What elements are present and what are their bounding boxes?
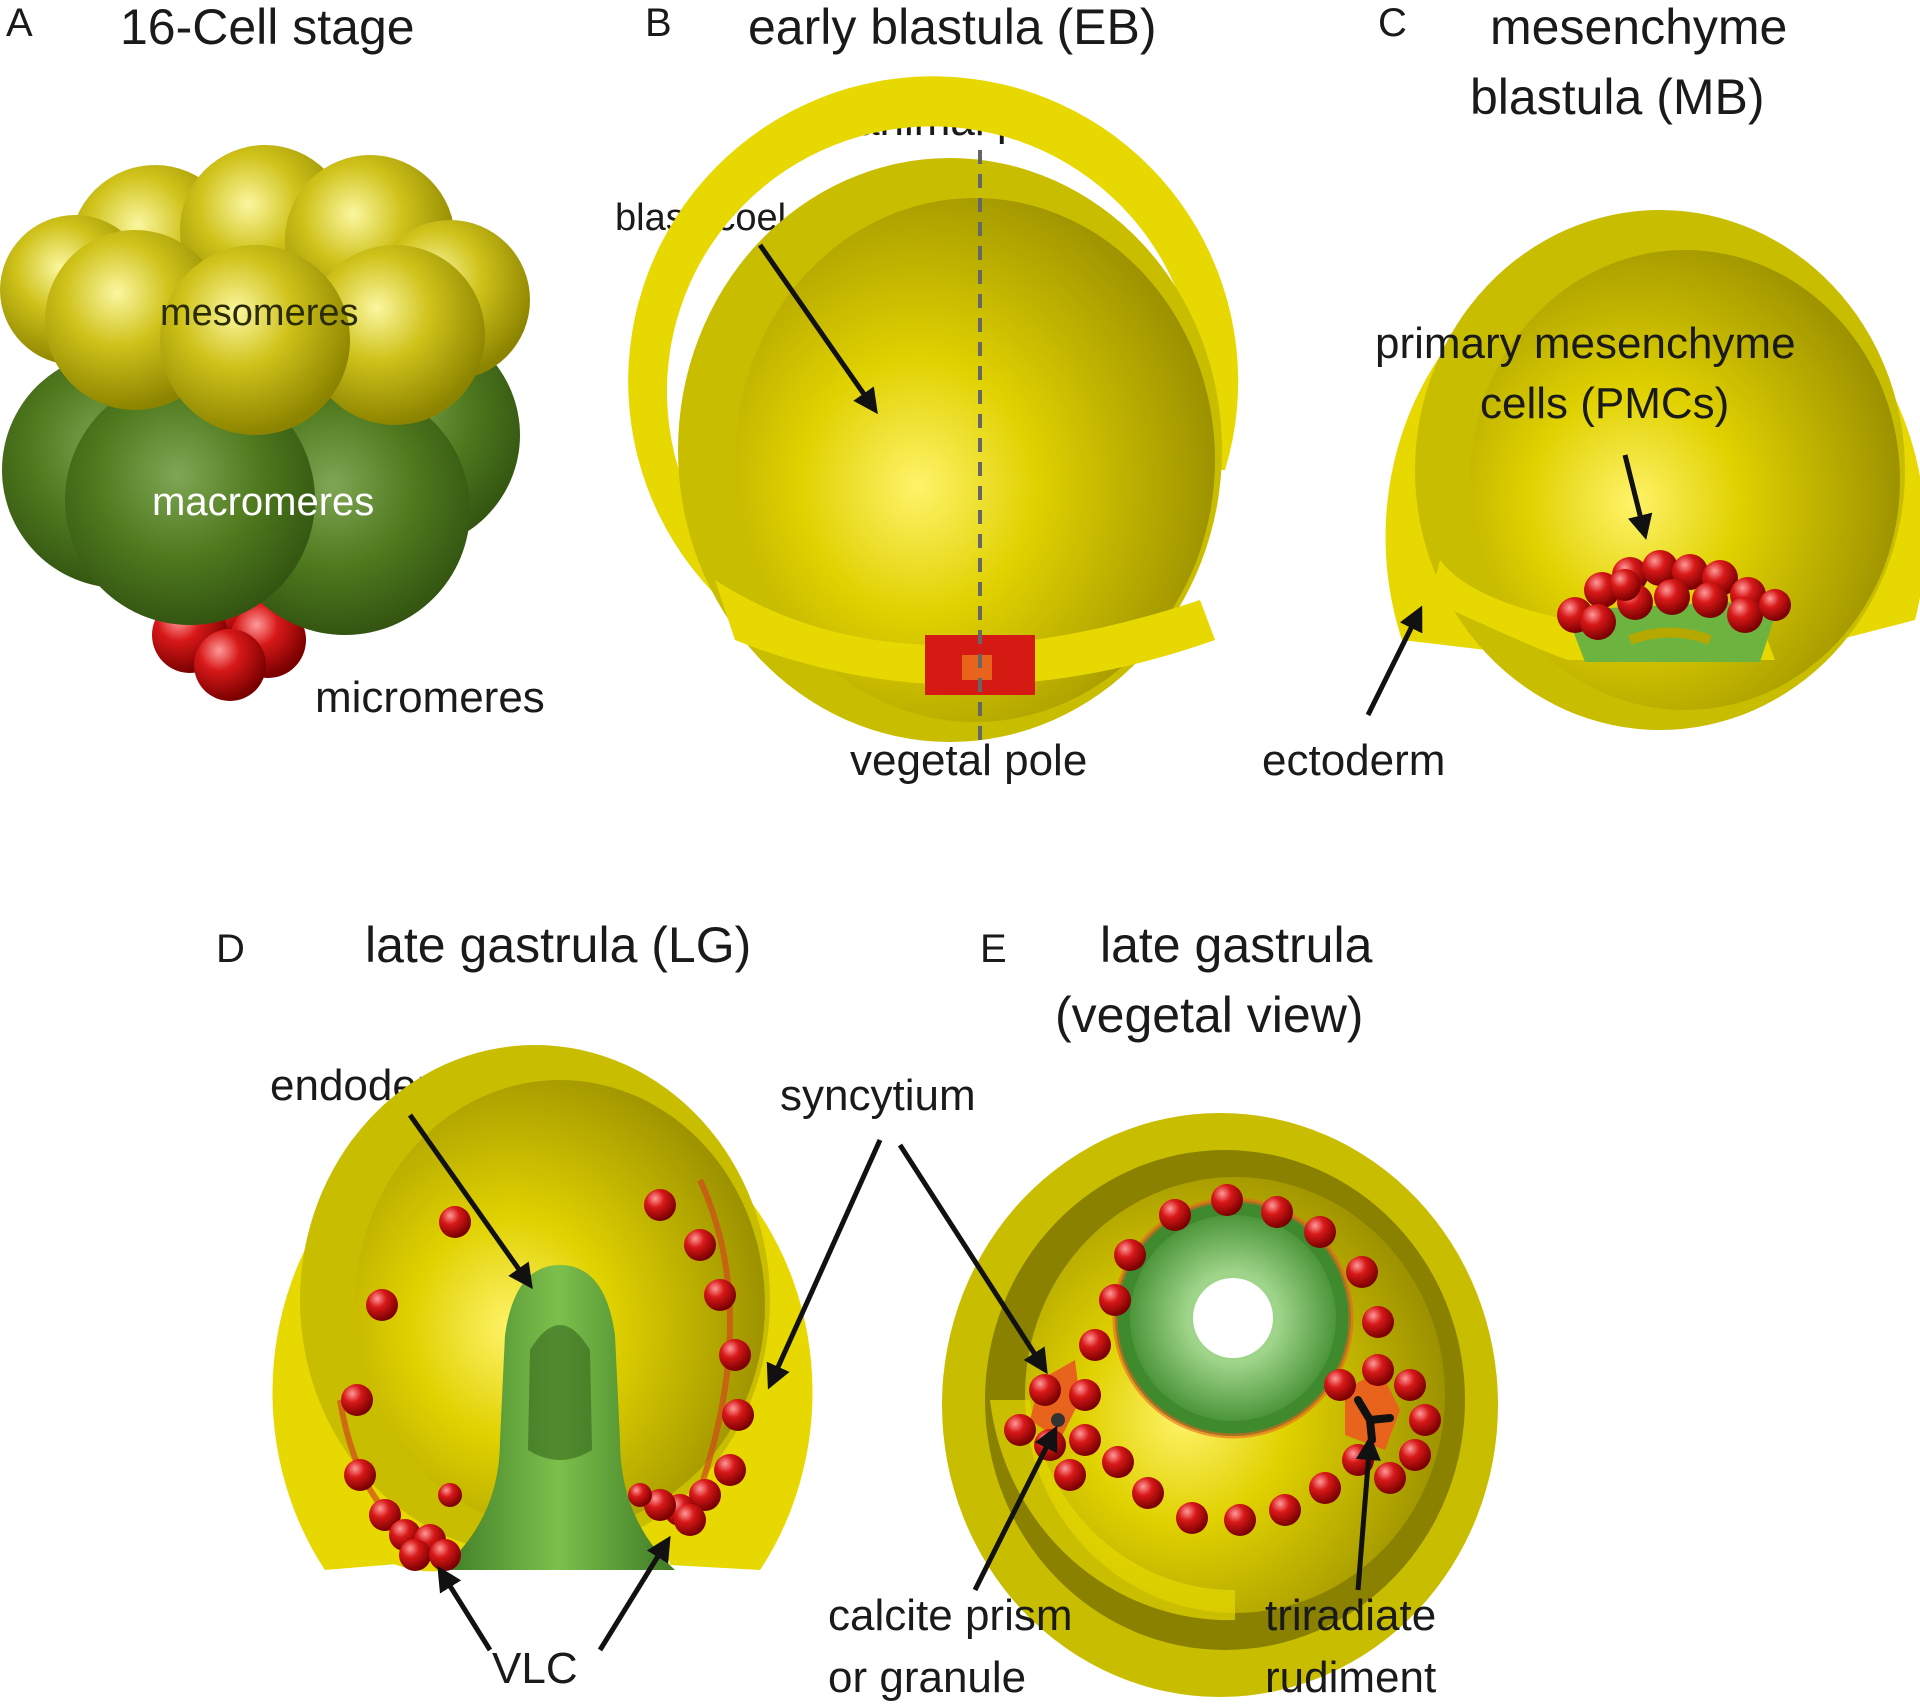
blastopore [1193, 1278, 1273, 1358]
early-blastula-embryo [628, 76, 1239, 742]
panel-d: D late gastrula (LG) endoderm syncytium [216, 917, 976, 1693]
panel-c-title-line1: mesenchyme [1490, 0, 1787, 55]
panel-d-title: late gastrula (LG) [365, 917, 751, 973]
panel-e-title-line1: late gastrula [1100, 917, 1373, 973]
arrow-ectoderm [1365, 605, 1423, 717]
label-pmc-line1: primary mesenchyme [1375, 319, 1796, 368]
panel-a-title: 16-Cell stage [120, 0, 415, 55]
pmc-ring-e [1004, 1184, 1441, 1536]
panel-c: C mesenchyme blastula (MB) [1262, 0, 1920, 785]
label-calcite-line2: or granule [828, 1653, 1026, 1702]
label-ectoderm: ectoderm [1262, 736, 1445, 785]
late-gastrula-embryo [272, 1045, 813, 1572]
panel-c-letter: C [1378, 1, 1407, 45]
mesomeres-cluster [0, 145, 530, 435]
panel-e-letter: E [980, 927, 1007, 971]
label-vegetal-pole: vegetal pole [850, 736, 1087, 785]
arrow-pmc [1622, 454, 1653, 540]
small-micromere-patch [962, 655, 992, 680]
calcite-granule [1051, 1413, 1065, 1427]
syncytial-cable-right [1345, 1370, 1400, 1450]
panel-e-title-line2: (vegetal view) [1055, 987, 1363, 1043]
mesenchyme-blastula-embryo [1385, 210, 1920, 730]
panel-e: E late gastrula (vegetal view) [828, 917, 1498, 1702]
label-triradiate-line2: rudiment [1265, 1653, 1436, 1702]
label-mesomeres: mesomeres [160, 292, 359, 334]
pmc-cluster [1557, 550, 1791, 640]
panel-c-title-line2: blastula (MB) [1470, 69, 1765, 125]
label-triradiate-line1: triradiate [1265, 1591, 1436, 1640]
macromeres-cluster [2, 320, 520, 635]
pmc-cells-d [341, 1189, 754, 1571]
panel-a: A 16-Cell stage mesomeres macromeres mic… [0, 0, 545, 722]
panel-b: B early blastula (EB) animal pole blasto… [615, 0, 1239, 785]
label-pmc-line2: cells (PMCs) [1480, 379, 1729, 428]
arrow-endoderm [407, 1113, 533, 1290]
panel-b-letter: B [645, 1, 672, 45]
arrow-blastocoel [757, 243, 878, 415]
panel-d-letter: D [216, 927, 245, 971]
vegetal-view-embryo [942, 1113, 1498, 1697]
arrow-triradiate [1355, 1435, 1381, 1591]
arrow-syncytium-d [766, 1138, 883, 1390]
label-micromeres: micromeres [315, 673, 545, 722]
panel-a-letter: A [6, 1, 33, 45]
label-calcite-line1: calcite prism [828, 1591, 1073, 1640]
arrow-vlc-right [597, 1535, 671, 1652]
arrow-calcite [972, 1425, 1058, 1592]
panel-b-title: early blastula (EB) [748, 0, 1157, 55]
arrow-syncytium-e [897, 1143, 1048, 1375]
label-syncytium: syncytium [780, 1071, 976, 1120]
label-vlc: VLC [492, 1644, 578, 1693]
label-macromeres: macromeres [152, 480, 374, 524]
arrow-vlc-left [437, 1565, 493, 1652]
